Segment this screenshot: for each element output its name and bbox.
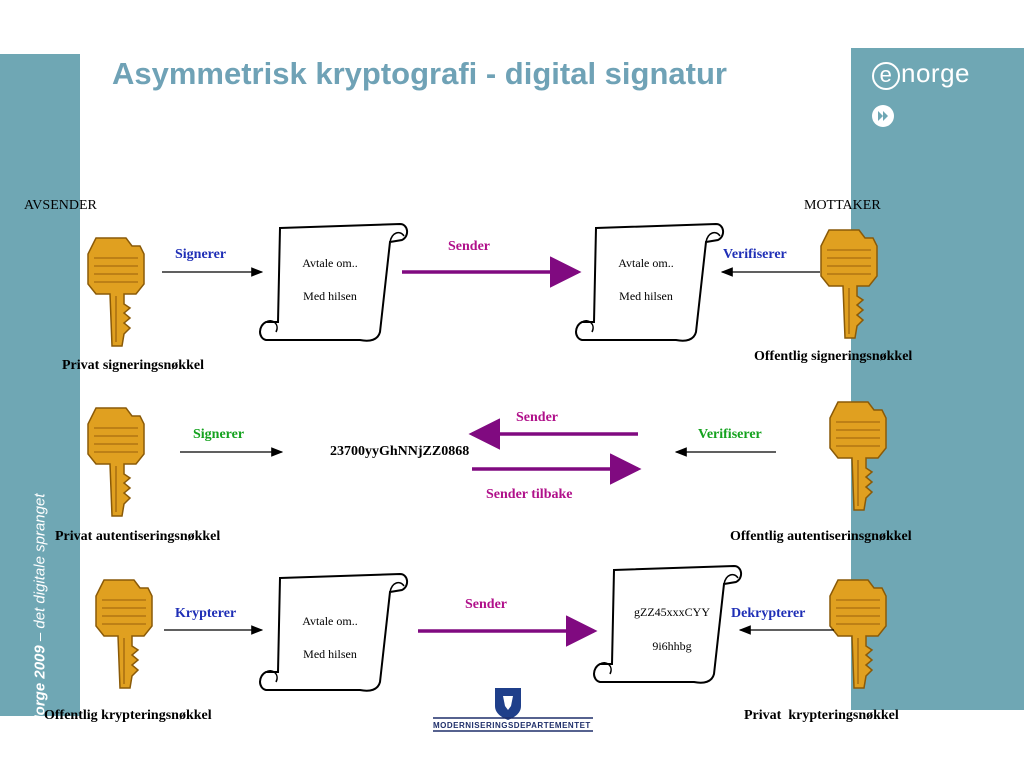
department-name: MODERNISERINGSDEPARTEMENTET: [433, 721, 591, 730]
scroll-doc-icon: [259, 222, 408, 342]
scroll-doc-icon: [259, 572, 408, 692]
public-encrypt-key-icon: [95, 579, 153, 689]
send-back-label: Sender tilbake: [486, 487, 573, 502]
decrypt-label: Dekrypterer: [731, 606, 806, 621]
doc-line: Med hilsen: [619, 289, 673, 303]
logo-e-circle: e: [872, 62, 900, 90]
sender-header: AVSENDER: [24, 198, 97, 213]
doc-line: Med hilsen: [303, 289, 357, 303]
doc-line: Avtale om..: [618, 256, 674, 270]
public-signing-key-label: Offentlig signeringsnøkkel: [754, 349, 913, 364]
doc-line: gZZ45xxxCYY: [634, 605, 710, 619]
doc-line: Avtale om..: [302, 256, 358, 270]
public-auth-key-icon: [829, 401, 887, 511]
coat-of-arms-icon: [495, 688, 521, 720]
scroll-doc-icon: [575, 222, 724, 342]
doc-line: Med hilsen: [303, 647, 357, 661]
sign-label: Signerer: [193, 427, 245, 442]
public-auth-key-label: Offentlig autentiserinsgnøkkel: [730, 529, 912, 544]
sign-label: Signerer: [175, 247, 227, 262]
send-label: Sender: [465, 597, 507, 612]
verify-label: Verifiserer: [698, 427, 762, 442]
doc-line: 9i6hhbg: [652, 639, 692, 653]
doc-line: Avtale om..: [302, 614, 358, 628]
private-auth-key-icon: [87, 407, 145, 517]
public-signing-key-icon: [820, 229, 878, 339]
send-label: Sender: [516, 410, 558, 425]
signature-value: 23700yyGhNNjZZ0868: [330, 444, 470, 459]
left-decor-band: eNorge 2009 – det digitale spranget: [0, 54, 80, 735]
private-signing-key-label: Privat signeringsnøkkel: [62, 358, 204, 373]
private-encrypt-key-label: Privat krypteringsnøkkel: [744, 708, 899, 723]
forward-icon: [872, 105, 894, 127]
private-signing-key-icon: [87, 237, 145, 347]
verify-label: Verifiserer: [723, 247, 787, 262]
scroll-doc-icon: [593, 564, 742, 684]
page-title: Asymmetrisk kryptografi - digital signat…: [112, 56, 727, 91]
send-label: Sender: [448, 239, 490, 254]
receiver-header: MOTTAKER: [804, 198, 881, 213]
encrypt-label: Krypterer: [175, 606, 237, 621]
private-auth-key-label: Privat autentiseringsnøkkel: [55, 529, 221, 544]
public-encrypt-key-label: Offentlig krypteringsnøkkel: [44, 708, 212, 723]
private-encrypt-key-icon: [829, 579, 887, 689]
